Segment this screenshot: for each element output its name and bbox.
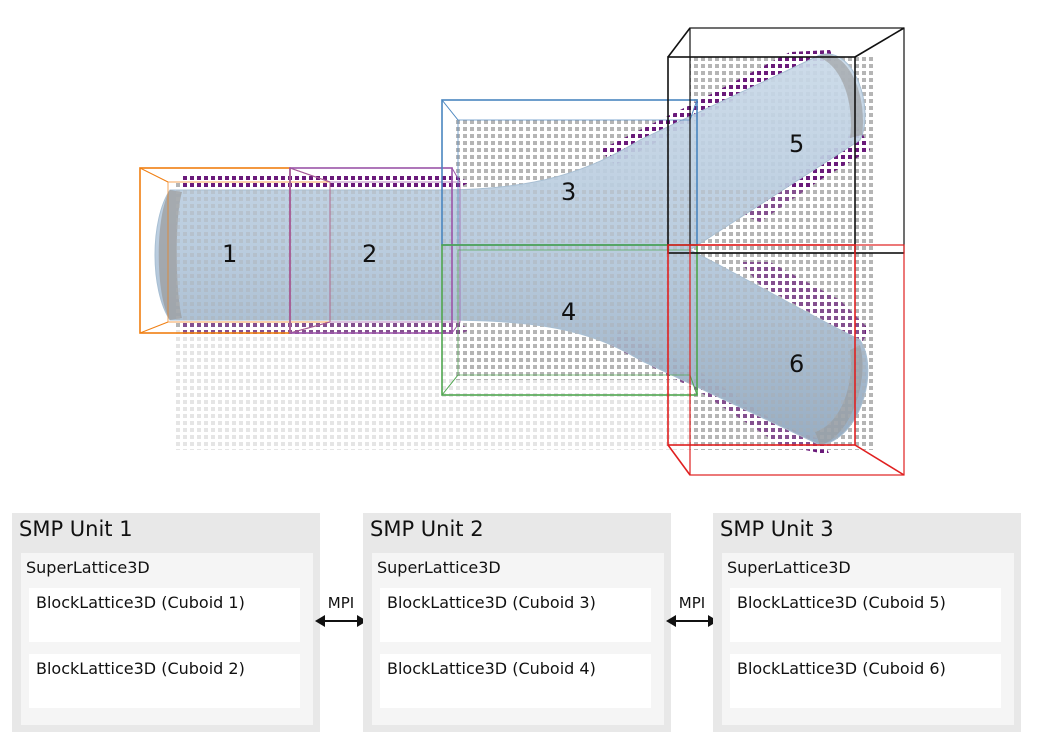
vessel-geometry xyxy=(154,53,869,450)
block-lattice-label: BlockLattice3D (Cuboid 6) xyxy=(737,659,946,678)
block-lattice-cuboid-4: BlockLattice3D (Cuboid 4) xyxy=(380,654,651,708)
mpi-label: MPI xyxy=(327,594,355,612)
smp-unit-3: SMP Unit 3 SuperLattice3D BlockLattice3D… xyxy=(713,513,1021,732)
cuboid-label-5: 5 xyxy=(789,130,804,158)
cuboid-label-2: 2 xyxy=(362,240,377,268)
double-arrow-icon xyxy=(315,615,367,627)
block-lattice-label: BlockLattice3D (Cuboid 1) xyxy=(36,593,245,612)
block-lattice-label: BlockLattice3D (Cuboid 2) xyxy=(36,659,245,678)
cuboid-label-4: 4 xyxy=(561,298,576,326)
cuboid-6-wireframe xyxy=(667,244,905,476)
block-lattice-label: BlockLattice3D (Cuboid 4) xyxy=(387,659,596,678)
smp-unit-title: SMP Unit 1 xyxy=(19,517,133,541)
cuboid-label-6: 6 xyxy=(789,350,804,378)
cuboid-decomposition-scene: 1 2 3 4 5 6 xyxy=(139,27,905,476)
smp-unit-title: SMP Unit 2 xyxy=(370,517,484,541)
super-lattice-label: SuperLattice3D xyxy=(26,558,150,577)
block-lattice-cuboid-2: BlockLattice3D (Cuboid 2) xyxy=(29,654,300,708)
cuboid-5-wireframe xyxy=(667,27,905,254)
block-lattice-cuboid-6: BlockLattice3D (Cuboid 6) xyxy=(730,654,1001,708)
super-lattice: SuperLattice3D BlockLattice3D (Cuboid 1)… xyxy=(21,553,313,725)
mpi-label: MPI xyxy=(678,594,706,612)
cuboid-2-wireframe xyxy=(289,167,461,334)
smp-unit-title: SMP Unit 3 xyxy=(720,517,834,541)
block-lattice-cuboid-1: BlockLattice3D (Cuboid 1) xyxy=(29,588,300,642)
mpi-connector-1: MPI xyxy=(313,594,369,628)
super-lattice-label: SuperLattice3D xyxy=(377,558,501,577)
double-arrow-icon xyxy=(666,615,718,627)
mpi-connector-2: MPI xyxy=(664,594,720,628)
block-lattice-cuboid-5: BlockLattice3D (Cuboid 5) xyxy=(730,588,1001,642)
block-lattice-cuboid-3: BlockLattice3D (Cuboid 3) xyxy=(380,588,651,642)
cuboid-label-1: 1 xyxy=(222,240,237,268)
super-lattice-label: SuperLattice3D xyxy=(727,558,851,577)
smp-unit-2: SMP Unit 2 SuperLattice3D BlockLattice3D… xyxy=(363,513,671,732)
block-lattice-label: BlockLattice3D (Cuboid 3) xyxy=(387,593,596,612)
super-lattice: SuperLattice3D BlockLattice3D (Cuboid 5)… xyxy=(722,553,1014,725)
cuboid-label-3: 3 xyxy=(561,178,576,206)
super-lattice: SuperLattice3D BlockLattice3D (Cuboid 3)… xyxy=(372,553,664,725)
block-lattice-label: BlockLattice3D (Cuboid 5) xyxy=(737,593,946,612)
smp-unit-1: SMP Unit 1 SuperLattice3D BlockLattice3D… xyxy=(12,513,320,732)
